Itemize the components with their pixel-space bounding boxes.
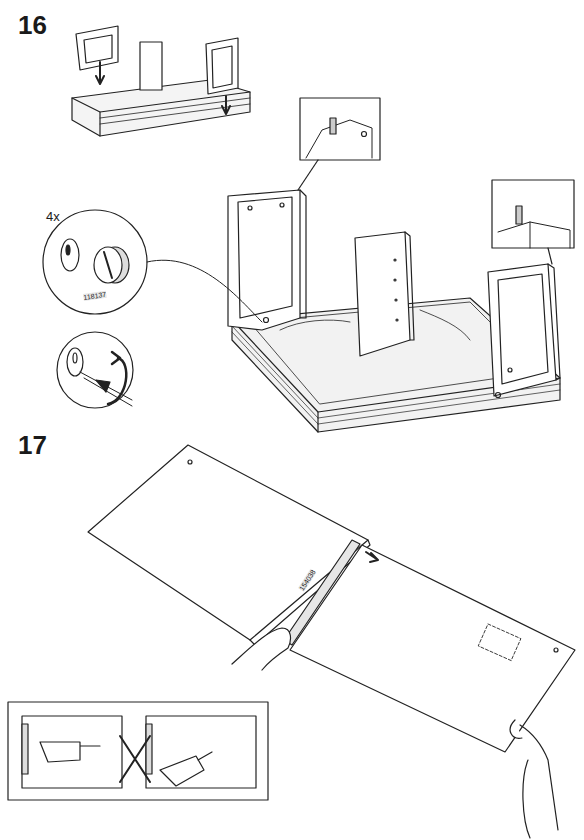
handling-inset (8, 702, 268, 800)
overview-sketch (72, 26, 250, 136)
cabinet-assembly (228, 98, 574, 432)
quantity-label: 4x (46, 210, 60, 223)
step-number: 17 (18, 432, 47, 458)
connector-strip (284, 540, 360, 645)
step-number: 16 (18, 12, 47, 38)
cam-lock-detail (43, 210, 262, 408)
